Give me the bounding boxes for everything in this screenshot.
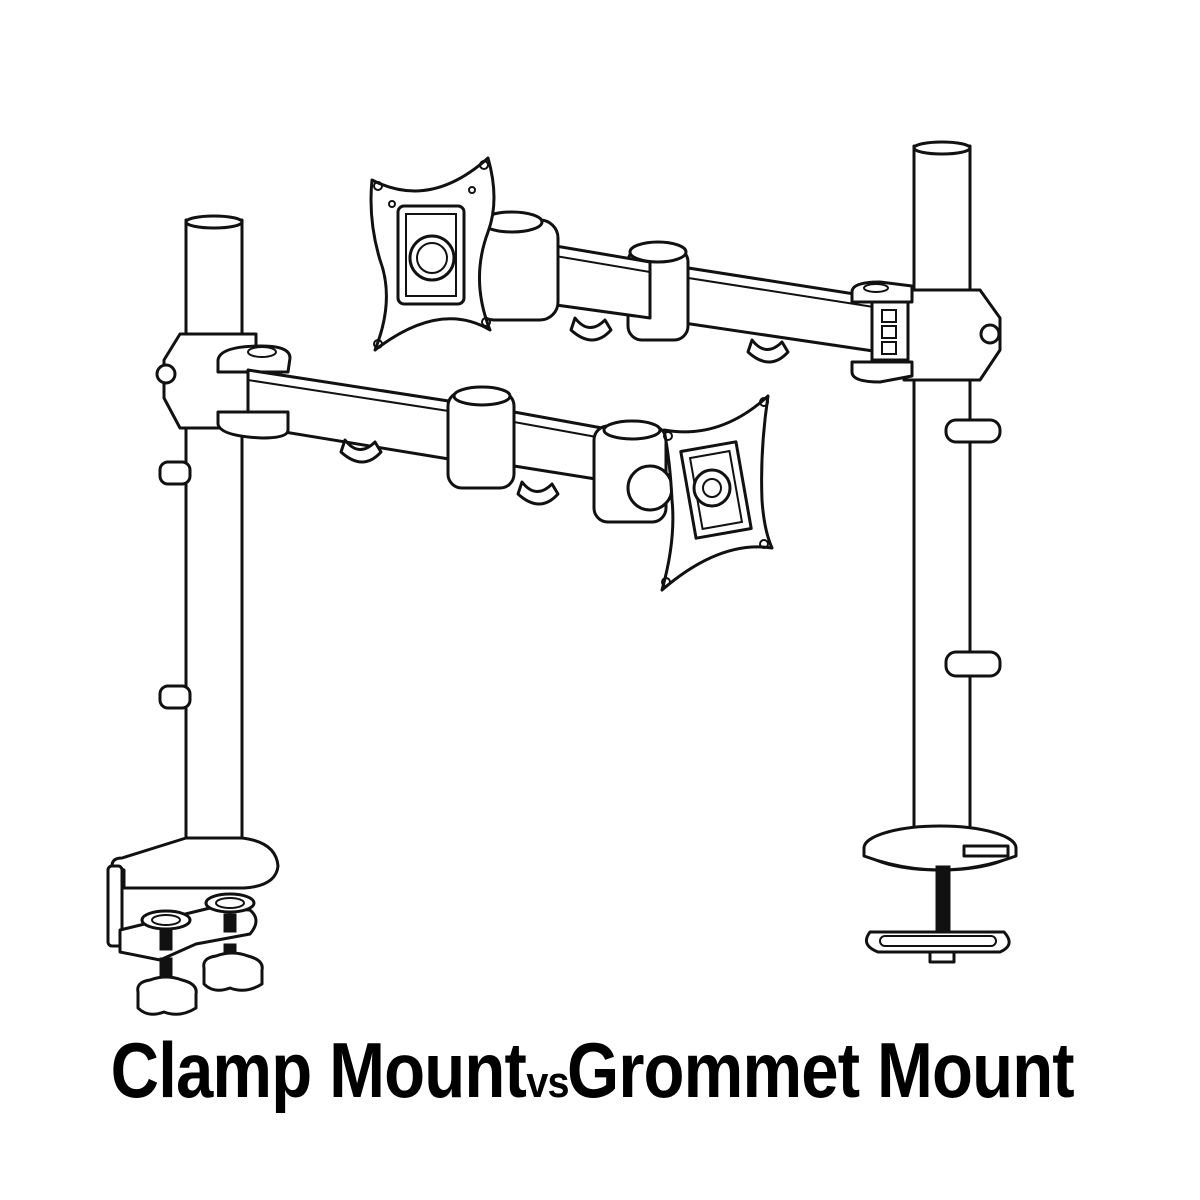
back-monitor-arm (474, 210, 882, 364)
c-clamp-base (106, 836, 280, 1016)
caption-vs: vs (526, 1058, 570, 1107)
back-vesa-plate (369, 156, 496, 352)
caption-grommet-mount: Grommet Mount (567, 1026, 1075, 1114)
front-monitor-arm (216, 344, 674, 524)
front-vesa-plate (660, 394, 774, 592)
caption: Clamp Mount vs Grommet Mount (0, 1025, 1200, 1125)
grommet-base (862, 824, 1018, 964)
grommet-mount-pole (850, 140, 1002, 858)
caption-clamp-mount: Clamp Mount (111, 1026, 527, 1114)
clamp-mount-pole (155, 214, 258, 862)
